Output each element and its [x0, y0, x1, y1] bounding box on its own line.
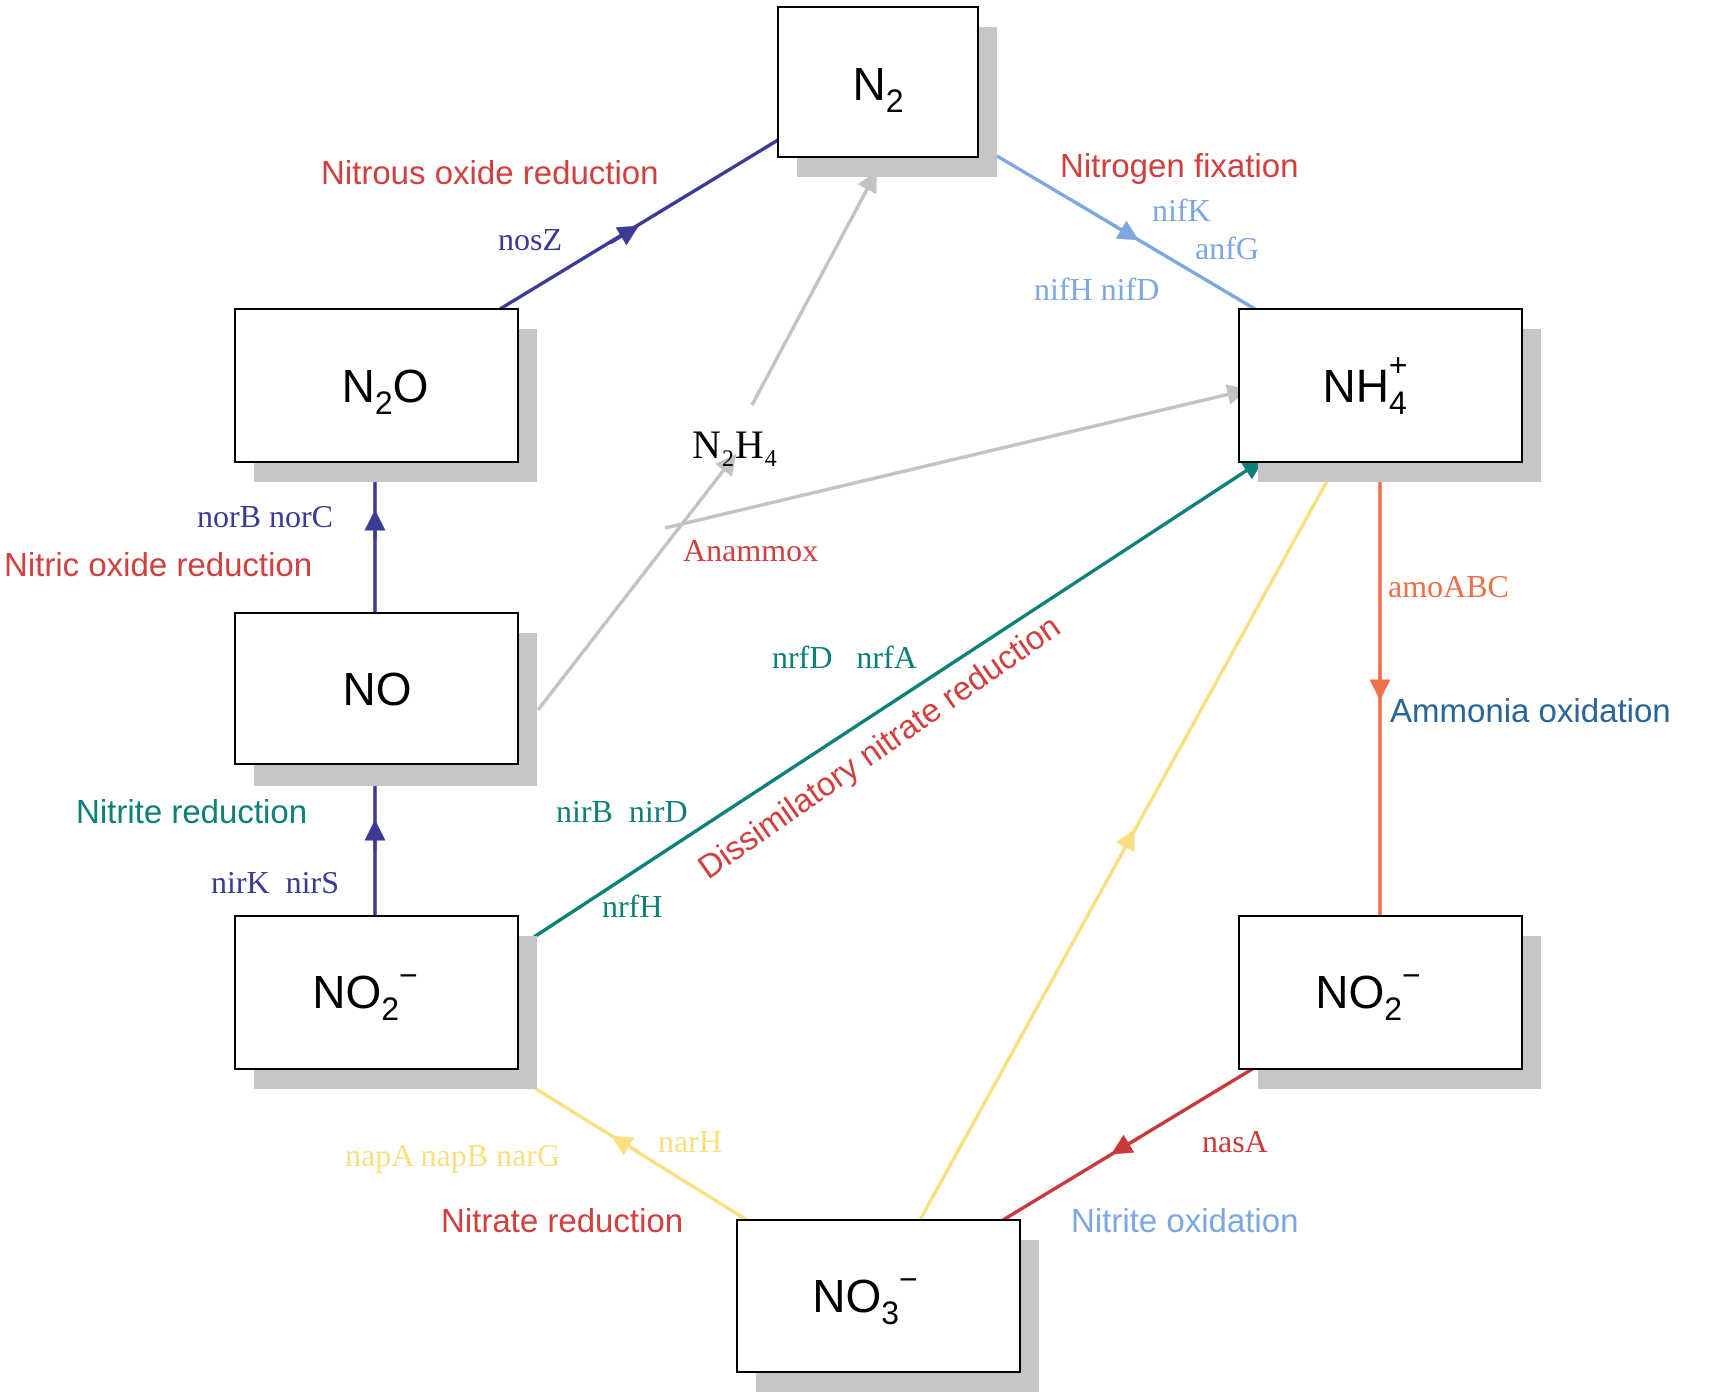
label-ammonia-oxidation: Ammonia oxidation — [1390, 692, 1671, 729]
node-n2o: N2O — [234, 308, 537, 482]
gene-nrfD-nrfA: nrfD nrfA — [772, 639, 917, 675]
svg-text:NH4+: NH4+ — [1323, 347, 1408, 421]
node-no2-left: NO2− — [234, 915, 537, 1089]
node-no2-right: NO2− — [1238, 915, 1541, 1089]
node-n2: N2 — [777, 6, 997, 177]
edge-no2-to-nh4-dnra — [533, 459, 1264, 939]
gene-amoABC: amoABC — [1388, 568, 1509, 604]
node-nh4: NH4+ — [1238, 308, 1541, 482]
edge-n2h4-to-n2 — [750, 170, 877, 406]
label-nitric-oxide-reduction: Nitric oxide reduction — [4, 546, 312, 583]
arrowhead-no3-to-no2 — [610, 1135, 641, 1156]
edge-anammox-to-nh4 — [664, 384, 1249, 530]
label-anammox: Anammox — [683, 532, 818, 568]
gene-narH: narH — [658, 1123, 722, 1159]
gene-nrfH: nrfH — [602, 888, 662, 924]
svg-text:N2O: N2O — [342, 360, 429, 421]
label-nitrate-reduction: Nitrate reduction — [441, 1202, 683, 1239]
arrowhead-n2-to-nh4 — [1109, 220, 1140, 241]
svg-text:NO2−: NO2− — [1315, 957, 1420, 1027]
label-nitrite-oxidation: Nitrite oxidation — [1071, 1202, 1298, 1239]
svg-text:NO3−: NO3− — [812, 1261, 917, 1331]
svg-text:NO2−: NO2− — [312, 957, 417, 1027]
node-no: NO — [234, 612, 537, 786]
gene-norB-norC: norB norC — [197, 498, 333, 534]
arrowhead-no3-to-nh4 — [1115, 828, 1135, 862]
node-no3: NO3− — [736, 1219, 1039, 1392]
edge-n2o-to-n2 — [499, 138, 779, 311]
gene-nirK-nirS: nirK nirS — [211, 864, 339, 900]
arrowhead-no2-to-no3 — [1110, 1134, 1141, 1155]
arrowhead-n2o-to-n2 — [609, 225, 640, 246]
label-nitrogen-fixation: Nitrogen fixation — [1060, 147, 1298, 184]
intermediate-n2h4: N₂H₄ — [692, 422, 778, 467]
gene-napA-napB-narG: napA napB narG — [345, 1137, 560, 1173]
label-nitrite-reduction: Nitrite reduction — [76, 793, 307, 830]
svg-text:N2: N2 — [852, 58, 903, 119]
edge-no-to-n2h4 — [536, 453, 737, 712]
gene-nifH-nifD: nifH nifD — [1034, 271, 1159, 307]
gene-nosZ: nosZ — [498, 221, 562, 257]
svg-text:NO: NO — [343, 663, 412, 715]
gene-anfG: anfG — [1195, 230, 1259, 266]
gene-nifK: nifK — [1152, 192, 1211, 228]
gene-nasA: nasA — [1202, 1123, 1268, 1159]
edge-no3-to-no2 — [532, 1085, 748, 1222]
gene-nirB-nirD: nirB nirD — [556, 793, 688, 829]
label-nitrous-oxide-reduction: Nitrous oxide reduction — [321, 154, 659, 191]
